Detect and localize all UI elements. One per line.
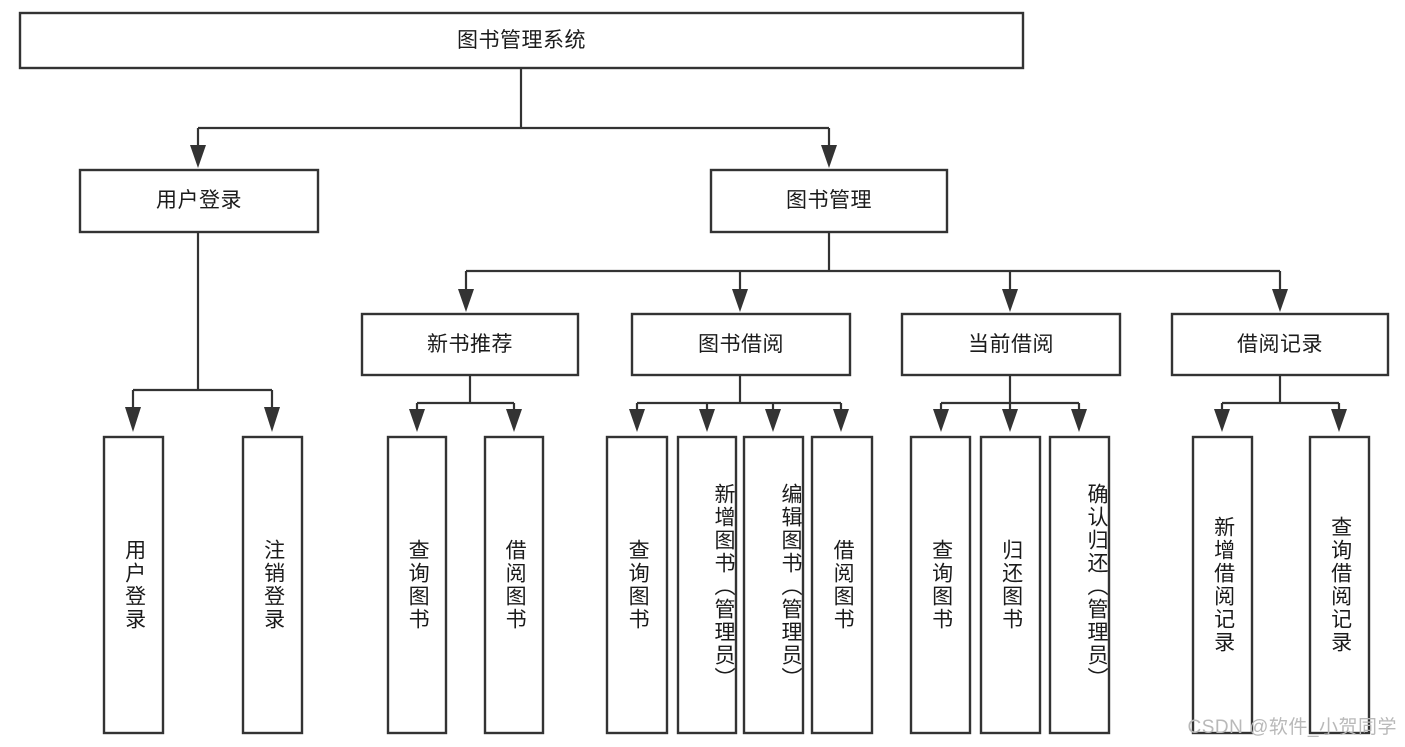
leaf-user-login[interactable] xyxy=(102,435,165,735)
connector-bookmanage-to-level3 xyxy=(464,232,1282,290)
arrowhead-leaf-br-query xyxy=(1331,409,1347,432)
arrowhead-leaf-bb-edit xyxy=(765,409,781,432)
leaf-cb-return-book[interactable] xyxy=(979,435,1042,735)
leaf-bb-add-book[interactable] xyxy=(676,435,738,735)
connector-newbook-to-leaves xyxy=(415,375,516,410)
arrowhead-leaf-nb-borrow xyxy=(506,409,522,432)
connector-root-to-level2 xyxy=(196,68,831,146)
leaf-cb-confirm-return[interactable] xyxy=(1048,435,1111,735)
leaf-nb-query-book[interactable] xyxy=(386,435,448,735)
leaf-br-add-record[interactable] xyxy=(1191,435,1254,735)
arrowhead-to-borrow-record xyxy=(1272,289,1288,312)
arrowhead-leaf-bb-query xyxy=(629,409,645,432)
leaf-cb-query-book[interactable] xyxy=(909,435,972,735)
leaf-bb-edit-book[interactable] xyxy=(742,435,805,735)
connector-currentborrow-to-leaves xyxy=(939,375,1081,410)
connector-borrowrecord-to-leaves xyxy=(1220,375,1341,410)
node-new-book-recommend[interactable] xyxy=(360,312,580,377)
leaf-br-query-record[interactable] xyxy=(1308,435,1371,735)
arrowhead-leaf-bb-borrow xyxy=(833,409,849,432)
connector-bookborrow-to-leaves xyxy=(635,375,843,410)
node-borrow-record[interactable] xyxy=(1170,312,1390,377)
arrowhead-leaf-br-add xyxy=(1214,409,1230,432)
arrowhead-leaf-nb-query xyxy=(409,409,425,432)
node-book-manage[interactable] xyxy=(709,168,949,234)
arrowhead-leaf-user-login xyxy=(125,407,141,432)
leaf-bb-query-book[interactable] xyxy=(605,435,669,735)
connector-userlogin-to-leaves xyxy=(131,232,274,408)
leaf-nb-borrow-book[interactable] xyxy=(483,435,545,735)
arrowhead-to-book-manage xyxy=(821,145,837,168)
leaf-logout[interactable] xyxy=(241,435,304,735)
arrowhead-to-current-borrow xyxy=(1002,289,1018,312)
node-root-system[interactable] xyxy=(18,11,1025,70)
arrowhead-to-user-login xyxy=(190,145,206,168)
arrowhead-leaf-cb-query xyxy=(933,409,949,432)
node-current-borrow[interactable] xyxy=(900,312,1122,377)
arrowhead-leaf-logout xyxy=(264,407,280,432)
arrowhead-to-book-borrow xyxy=(732,289,748,312)
arrowhead-leaf-bb-add xyxy=(699,409,715,432)
leaf-bb-borrow-book[interactable] xyxy=(810,435,874,735)
arrowhead-to-new-book xyxy=(458,289,474,312)
arrowhead-leaf-cb-confirm xyxy=(1071,409,1087,432)
node-user-login[interactable] xyxy=(78,168,320,234)
watermark-text: CSDN @软件_小贺同学 xyxy=(1187,717,1397,738)
arrowhead-leaf-cb-return xyxy=(1002,409,1018,432)
node-book-borrow[interactable] xyxy=(630,312,852,377)
